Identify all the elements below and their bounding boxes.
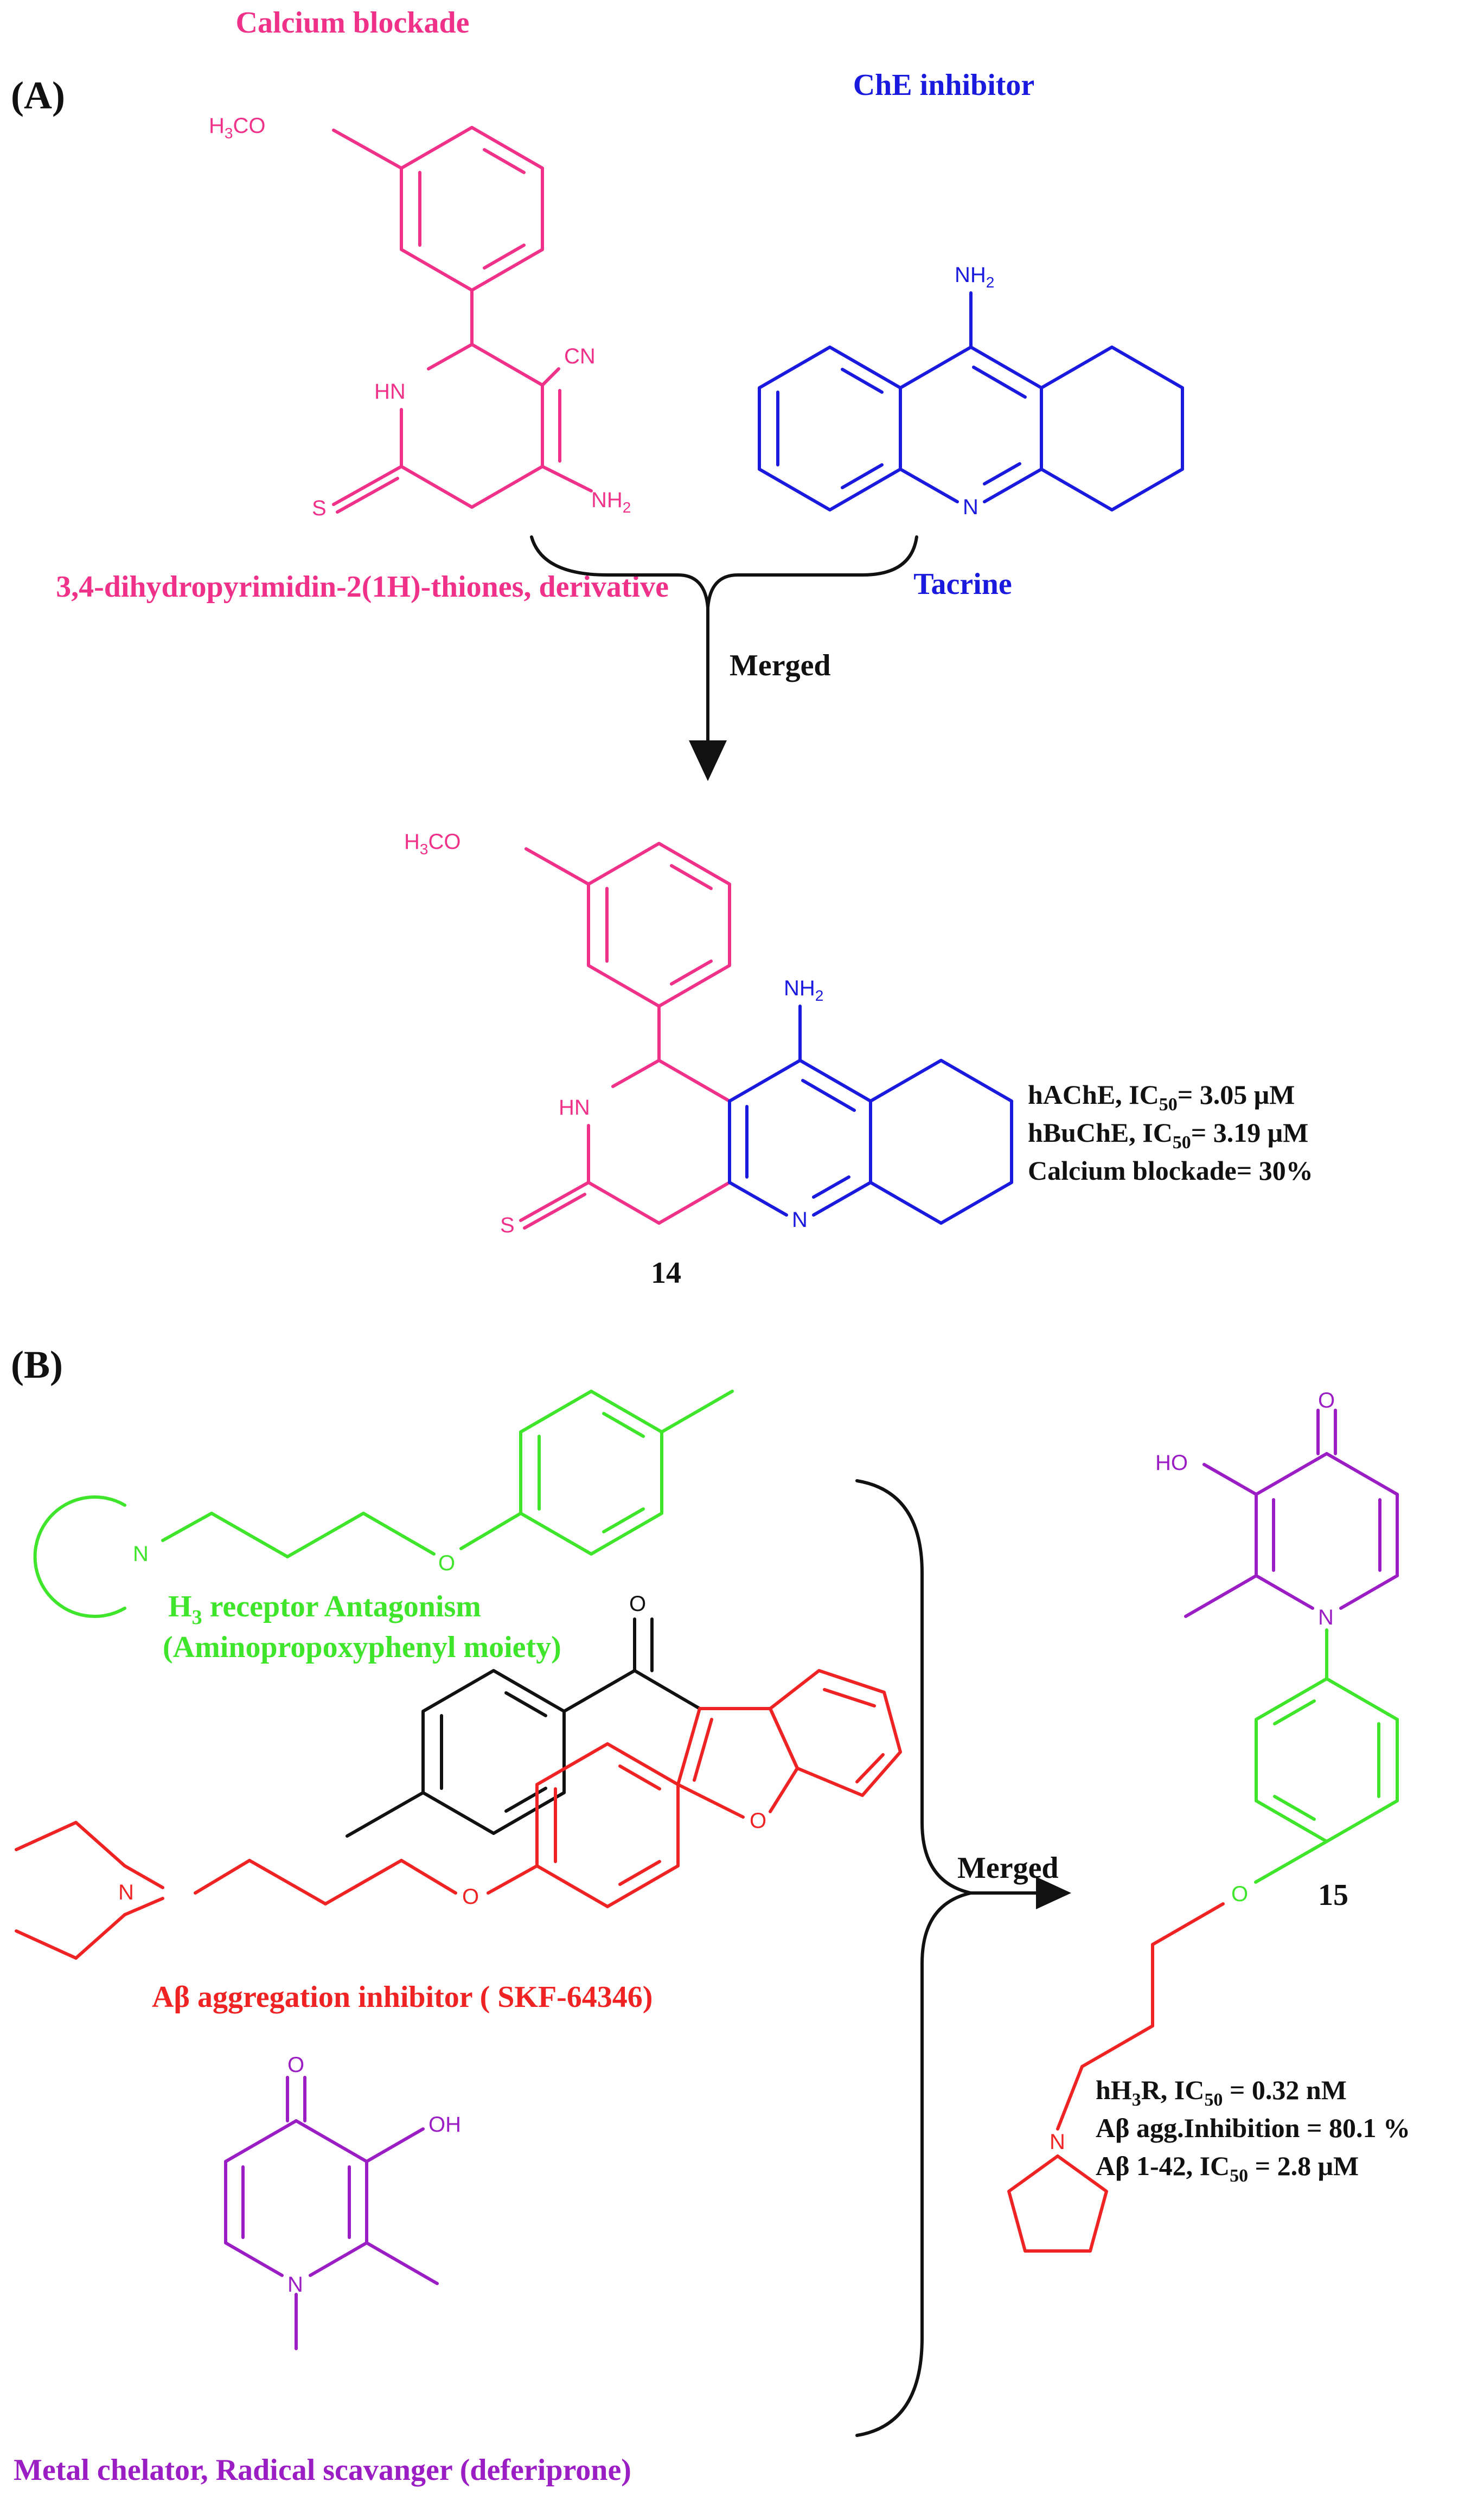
tacrine-nh2-label: NH2	[955, 263, 994, 291]
compound-15-activities: hH3R, IC50 = 0.32 nM Aβ agg.Inhibition =…	[1096, 2075, 1410, 2186]
che-inhibitor-title: ChE inhibitor	[853, 68, 1035, 102]
panel-b-label: (B)	[11, 1343, 63, 1386]
s-label: S	[312, 496, 327, 520]
c14-nh2-label: NH2	[784, 976, 823, 1004]
hn-label: HN	[374, 380, 406, 404]
c15-n-pyrrolidine-label: N	[1050, 2130, 1065, 2154]
deferiprone-oh-label: OH	[428, 2113, 461, 2137]
compound-15-structure: O HO N O N	[1007, 1389, 1399, 2253]
merge-brace-b	[855, 1479, 1071, 2437]
c14-activity-hache: hAChE, IC50= 3.05 μM	[1028, 1079, 1295, 1115]
deferiprone-n-label: N	[287, 2273, 303, 2297]
deferiprone-structure: O OH N	[224, 2053, 461, 2350]
compound-15-number: 15	[1318, 1878, 1348, 1912]
compound-14-activities: hAChE, IC50= 3.05 μM hBuChE, IC50= 3.19 …	[1028, 1079, 1313, 1186]
calcium-blockade-title: Calcium blockade	[236, 6, 470, 40]
c15-activity-h3r: hH3R, IC50 = 0.32 nM	[1096, 2075, 1347, 2110]
cn-label: CN	[564, 344, 596, 368]
h3co-label: H3CO	[209, 114, 265, 142]
compound-14-structure: H3CO NH2 HN S N	[404, 830, 1013, 1237]
c14-h3co-label: H3CO	[404, 830, 460, 858]
c14-activity-hbuche: hBuChE, IC50= 3.19 μM	[1028, 1117, 1308, 1153]
skf-n-label: N	[118, 1881, 134, 1904]
h3-antagonist-structure: N O	[33, 1390, 734, 1618]
merged-label-a: Merged	[730, 649, 831, 682]
h3-n-label: N	[133, 1542, 149, 1566]
nh2-label: NH2	[591, 488, 631, 516]
c15-n-label: N	[1318, 1606, 1334, 1629]
merge-brace-a	[530, 535, 918, 781]
c14-activity-calcium: Calcium blockade= 30%	[1028, 1155, 1313, 1186]
tacrine-n-label: N	[963, 495, 978, 519]
skf-furan-o-label: O	[750, 1809, 766, 1833]
merged-label-b: Merged	[957, 1851, 1059, 1885]
panel-a-label: (A)	[11, 74, 65, 117]
c14-s-label: S	[500, 1213, 515, 1237]
c14-hn-label: HN	[559, 1096, 590, 1120]
skf-ether-o-label: O	[462, 1885, 479, 1909]
h3-o-label: O	[438, 1551, 455, 1575]
chelator-name: Metal chelator, Radical scavanger (defer…	[14, 2453, 631, 2487]
c15-o-label: O	[1318, 1389, 1335, 1412]
dhpm-name: 3,4-dihydropyrimidin-2(1H)-thiones, deri…	[56, 570, 669, 604]
c15-ho-label: HO	[1155, 1451, 1188, 1475]
c15-activity-abeta-142: Aβ 1-42, IC50 = 2.8 μM	[1096, 2151, 1359, 2186]
compound-14-number: 14	[651, 1256, 681, 1290]
deferiprone-o-label: O	[287, 2053, 304, 2077]
h3-antagonism-title: H3 receptor Antagonism	[168, 1590, 481, 1629]
abeta-inhibitor-name: Aβ aggregation inhibitor ( SKF-64346)	[152, 1980, 653, 2014]
c15-activity-abeta-agg: Aβ agg.Inhibition = 80.1 %	[1096, 2113, 1410, 2143]
c15-o-ether-label: O	[1231, 1882, 1248, 1906]
tacrine-name: Tacrine	[913, 567, 1012, 601]
tacrine-structure: NH2 N	[758, 263, 1184, 519]
skf-carbonyl-o-label: O	[629, 1592, 646, 1616]
c14-n-label: N	[792, 1208, 808, 1232]
h3-antagonism-subtitle: (Aminopropoxyphenyl moiety)	[163, 1630, 561, 1664]
skf-64346-structure: O	[15, 1592, 902, 1960]
dhpm-derivative-structure: H3CO CN HN S NH2	[209, 114, 631, 520]
